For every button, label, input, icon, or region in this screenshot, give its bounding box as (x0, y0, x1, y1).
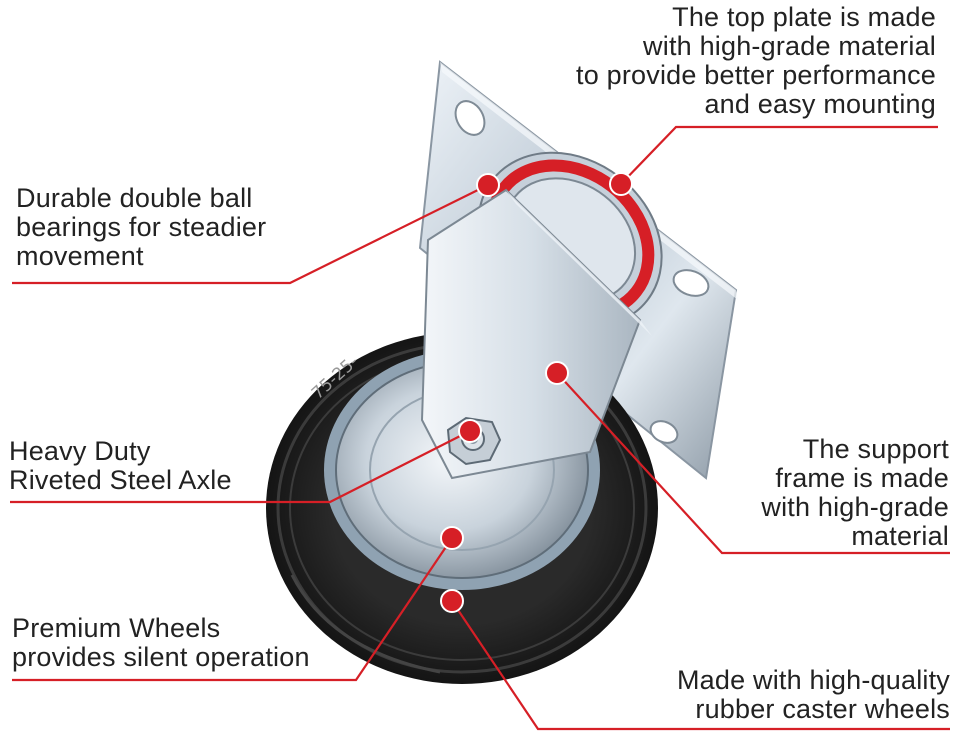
axle-marker (458, 419, 482, 443)
support-frame-callout: The support frame is made with high-grad… (761, 434, 949, 551)
premium-wheel-marker (440, 526, 464, 550)
rubber-wheel-marker (440, 589, 464, 613)
marker-dots (440, 172, 633, 613)
top-plate-marker (609, 172, 633, 196)
support-frame (420, 188, 652, 480)
premium-wheels-callout: Premium Wheels provides silent operation (12, 613, 310, 672)
leader-lines (10, 125, 950, 731)
axle-callout: Heavy Duty Riveted Steel Axle (9, 436, 232, 495)
rubber-wheels-callout: Made with high-quality rubber caster whe… (676, 665, 950, 724)
bearings-callout: Durable double ball bearings for steadie… (16, 183, 267, 271)
top-plate-callout: The top plate is made with high-grade ma… (576, 2, 936, 119)
bearing-marker (476, 173, 500, 197)
support-frame-marker (545, 361, 569, 385)
